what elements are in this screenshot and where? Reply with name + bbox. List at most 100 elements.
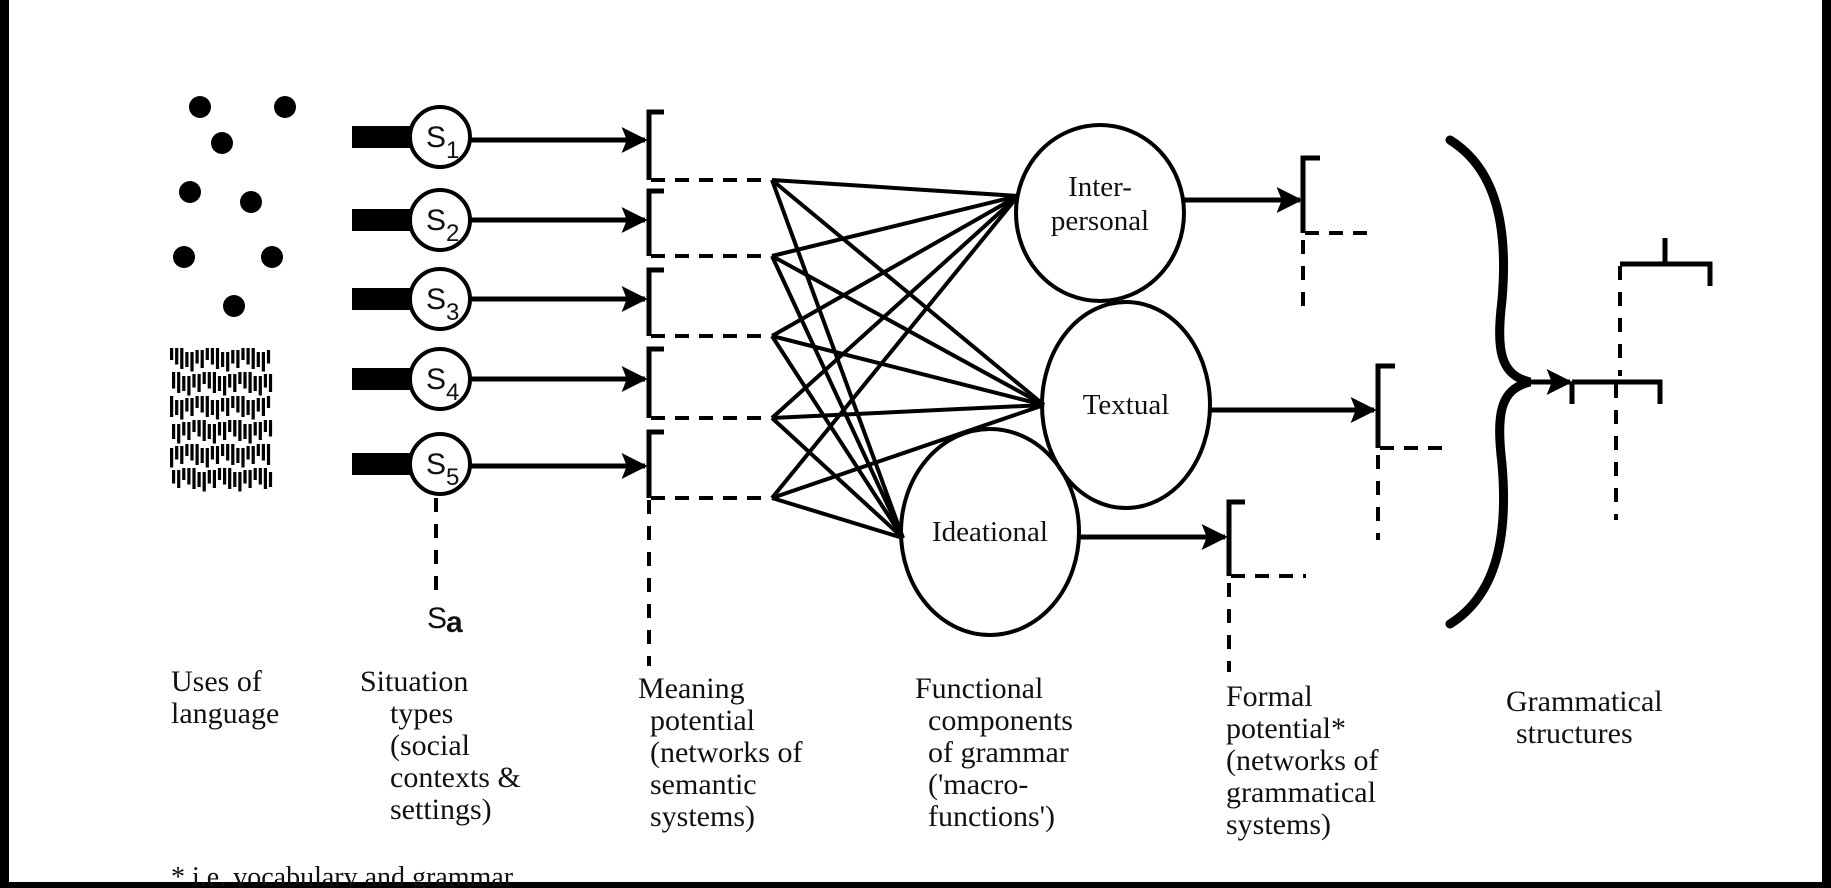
label-line: systems) xyxy=(1226,808,1331,841)
dot xyxy=(189,96,211,118)
language-mark xyxy=(246,400,250,415)
language-mark xyxy=(205,448,209,468)
language-mark xyxy=(190,398,194,416)
language-mark xyxy=(187,376,191,396)
label-grammatical-structures: Grammatical structures xyxy=(1506,685,1663,750)
language-mark xyxy=(223,468,227,485)
situation-node-3: S 3 xyxy=(408,267,472,331)
language-mark xyxy=(261,352,265,372)
language-mark xyxy=(228,374,232,388)
dot xyxy=(173,246,195,268)
situation-letter: S xyxy=(427,602,447,635)
language-mark xyxy=(221,352,225,367)
language-mark xyxy=(226,398,230,416)
label-line: grammatical xyxy=(1226,776,1376,809)
situation-input-bars xyxy=(352,126,410,475)
language-mark xyxy=(175,446,179,460)
language-mark xyxy=(243,470,247,484)
language-mark xyxy=(172,372,176,389)
language-mark xyxy=(200,448,204,463)
language-mark xyxy=(200,396,204,413)
language-mark xyxy=(215,348,220,369)
dot xyxy=(223,295,245,317)
language-mark xyxy=(236,448,240,463)
node-label: Ideational xyxy=(932,516,1048,548)
connection-line xyxy=(771,194,1019,338)
language-mark xyxy=(266,350,271,364)
language-mark xyxy=(226,444,230,461)
language-mark xyxy=(263,374,267,388)
language-mark xyxy=(251,446,255,464)
situation-letter: S xyxy=(426,448,446,481)
language-mark xyxy=(192,420,196,432)
language-mark xyxy=(182,468,186,480)
language-mark xyxy=(233,472,237,487)
connection-line xyxy=(770,194,1020,420)
label-line: Situation xyxy=(360,665,468,698)
language-mark xyxy=(205,396,209,417)
language-mark xyxy=(205,348,209,360)
label-line: (networks of xyxy=(1226,744,1378,777)
language-mark xyxy=(187,422,191,440)
language-mark xyxy=(253,376,257,391)
language-mark xyxy=(253,468,257,480)
language-mark xyxy=(221,444,225,456)
language-mark xyxy=(195,444,199,465)
language-mark xyxy=(217,468,222,480)
bracket xyxy=(1375,363,1395,448)
dot xyxy=(179,181,201,203)
ideational-node: Ideational xyxy=(899,427,1081,637)
language-mark xyxy=(233,420,237,437)
label-line: semantic xyxy=(650,768,757,801)
language-mark xyxy=(228,468,232,489)
language-mark xyxy=(177,424,181,444)
uses-of-language-marks xyxy=(170,348,273,492)
language-mark xyxy=(215,446,220,464)
bracket xyxy=(646,109,664,180)
language-mark xyxy=(197,472,201,487)
input-bar xyxy=(352,453,410,475)
grammatical-structure-tree xyxy=(1569,238,1713,520)
connection-line xyxy=(771,334,1045,407)
language-mark xyxy=(217,376,222,391)
language-mark xyxy=(170,448,174,468)
language-mark xyxy=(238,372,242,384)
label-line: structures xyxy=(1516,717,1633,750)
language-mark xyxy=(212,424,216,444)
language-mark xyxy=(170,396,174,417)
label-line: Meaning xyxy=(638,672,745,705)
language-mark xyxy=(182,422,186,436)
situation-node-5: S 5 xyxy=(408,432,472,496)
language-mark xyxy=(180,400,184,420)
label-line: potential* xyxy=(1226,712,1346,745)
language-mark xyxy=(248,424,252,444)
label-line: language xyxy=(171,697,279,730)
language-mark xyxy=(258,422,262,440)
dot xyxy=(261,246,283,268)
tree-solid xyxy=(1620,261,1713,286)
node-label: Textual xyxy=(1083,389,1170,421)
situation-subscript: 1 xyxy=(446,137,459,164)
formal-potential-brackets xyxy=(1226,155,1448,672)
situation-to-meaning-arrows xyxy=(470,127,648,479)
language-mark xyxy=(185,444,189,456)
label-line: settings) xyxy=(390,793,492,826)
label-line: types xyxy=(390,697,453,730)
label-line: of grammar xyxy=(928,736,1069,769)
input-bar xyxy=(352,288,410,310)
label-line: Grammatical xyxy=(1506,685,1663,718)
language-mark xyxy=(197,420,201,437)
language-mark xyxy=(238,472,242,492)
language-mark xyxy=(248,470,252,488)
connection-line xyxy=(771,496,904,540)
language-mark xyxy=(200,350,204,368)
dot xyxy=(211,132,233,154)
language-mark xyxy=(221,398,225,412)
language-mark xyxy=(261,398,265,416)
curly-brace xyxy=(1445,135,1532,629)
language-mark xyxy=(236,350,240,368)
tree-solid xyxy=(1572,379,1663,404)
language-mark xyxy=(268,374,273,392)
label-line: (social xyxy=(390,729,470,762)
